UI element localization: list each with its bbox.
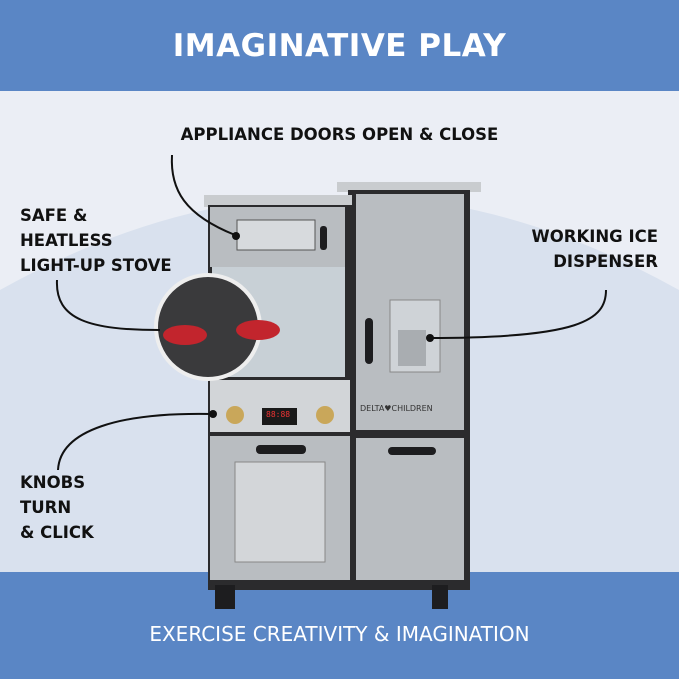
callout-ice: WORKING ICE DISPENSER [500,224,658,274]
callout-line: & CLICK [20,523,94,542]
header-banner [0,0,679,91]
callout-knobs: KNOBS TURN & CLICK [20,470,94,545]
callout-line: WORKING ICE [531,227,658,246]
callout-line: HEATLESS [20,231,113,250]
callout-line: KNOBS [20,473,86,492]
callout-line: TURN [20,498,72,517]
callout-doors: APPLIANCE DOORS OPEN & CLOSE [180,125,499,144]
footer-tagline: EXERCISE CREATIVITY & IMAGINATION [149,622,530,646]
callout-line: DISPENSER [553,252,658,271]
callout-line: LIGHT-UP STOVE [20,256,172,275]
clock-display: 88:88 [266,410,291,419]
brand-logo: DELTA♥CHILDREN [360,404,433,413]
page-title: IMAGINATIVE PLAY [172,28,507,64]
callout-stove: SAFE & HEATLESS LIGHT-UP STOVE [20,203,172,278]
callout-line: SAFE & [20,206,88,225]
